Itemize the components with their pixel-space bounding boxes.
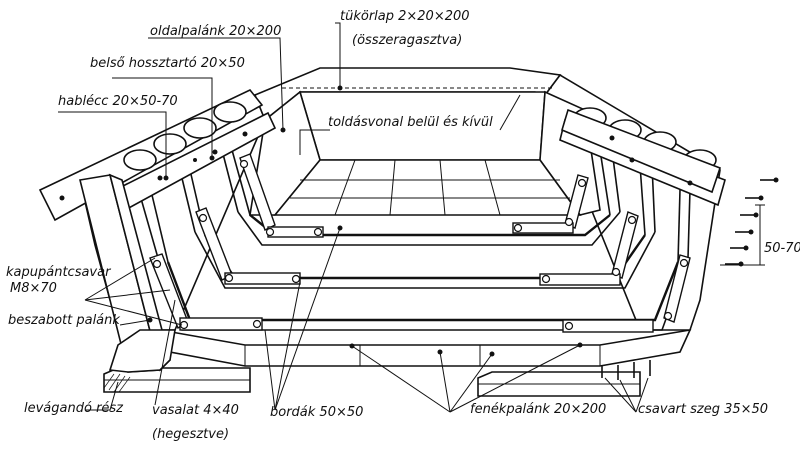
label-hablec: hablécc 20×50-70 xyxy=(58,94,178,109)
label-tukorlap-note: (összeragasztva) xyxy=(352,33,463,48)
label-oldalpalank: oldalpalánk 20×200 xyxy=(150,24,282,39)
inner-hull xyxy=(249,87,601,216)
label-dim-50-70: 50-70 xyxy=(764,241,800,256)
ground-blocks xyxy=(103,367,641,397)
bottom-planks xyxy=(158,328,692,367)
label-belso-hossztarto: belső hossztartó 20×50 xyxy=(90,56,245,71)
label-tukorlap: tükörlap 2×20×200 xyxy=(340,9,470,24)
label-toldasvonal: toldásvonal belül és kívül xyxy=(328,115,493,130)
label-bordak: bordák 50×50 xyxy=(270,405,364,420)
label-kapupantcsavar: kapupántcsavar xyxy=(6,265,111,280)
label-vasalat-note: (hegesztve) xyxy=(152,427,230,442)
metal-brackets xyxy=(149,153,691,333)
label-levagando-resz: levágandó rész xyxy=(24,401,124,416)
front-post-left xyxy=(79,173,176,393)
label-fenekpalank: fenékpalánk 20×200 xyxy=(470,402,607,417)
label-beszabott-palank: beszabott palánk xyxy=(8,313,120,328)
label-vasalat: vasalat 4×40 xyxy=(152,403,239,418)
label-csavart-szeg: csavart szeg 35×50 xyxy=(638,402,769,417)
leader-lines xyxy=(58,22,758,413)
label-kapupantcsavar-size: M8×70 xyxy=(10,281,57,296)
